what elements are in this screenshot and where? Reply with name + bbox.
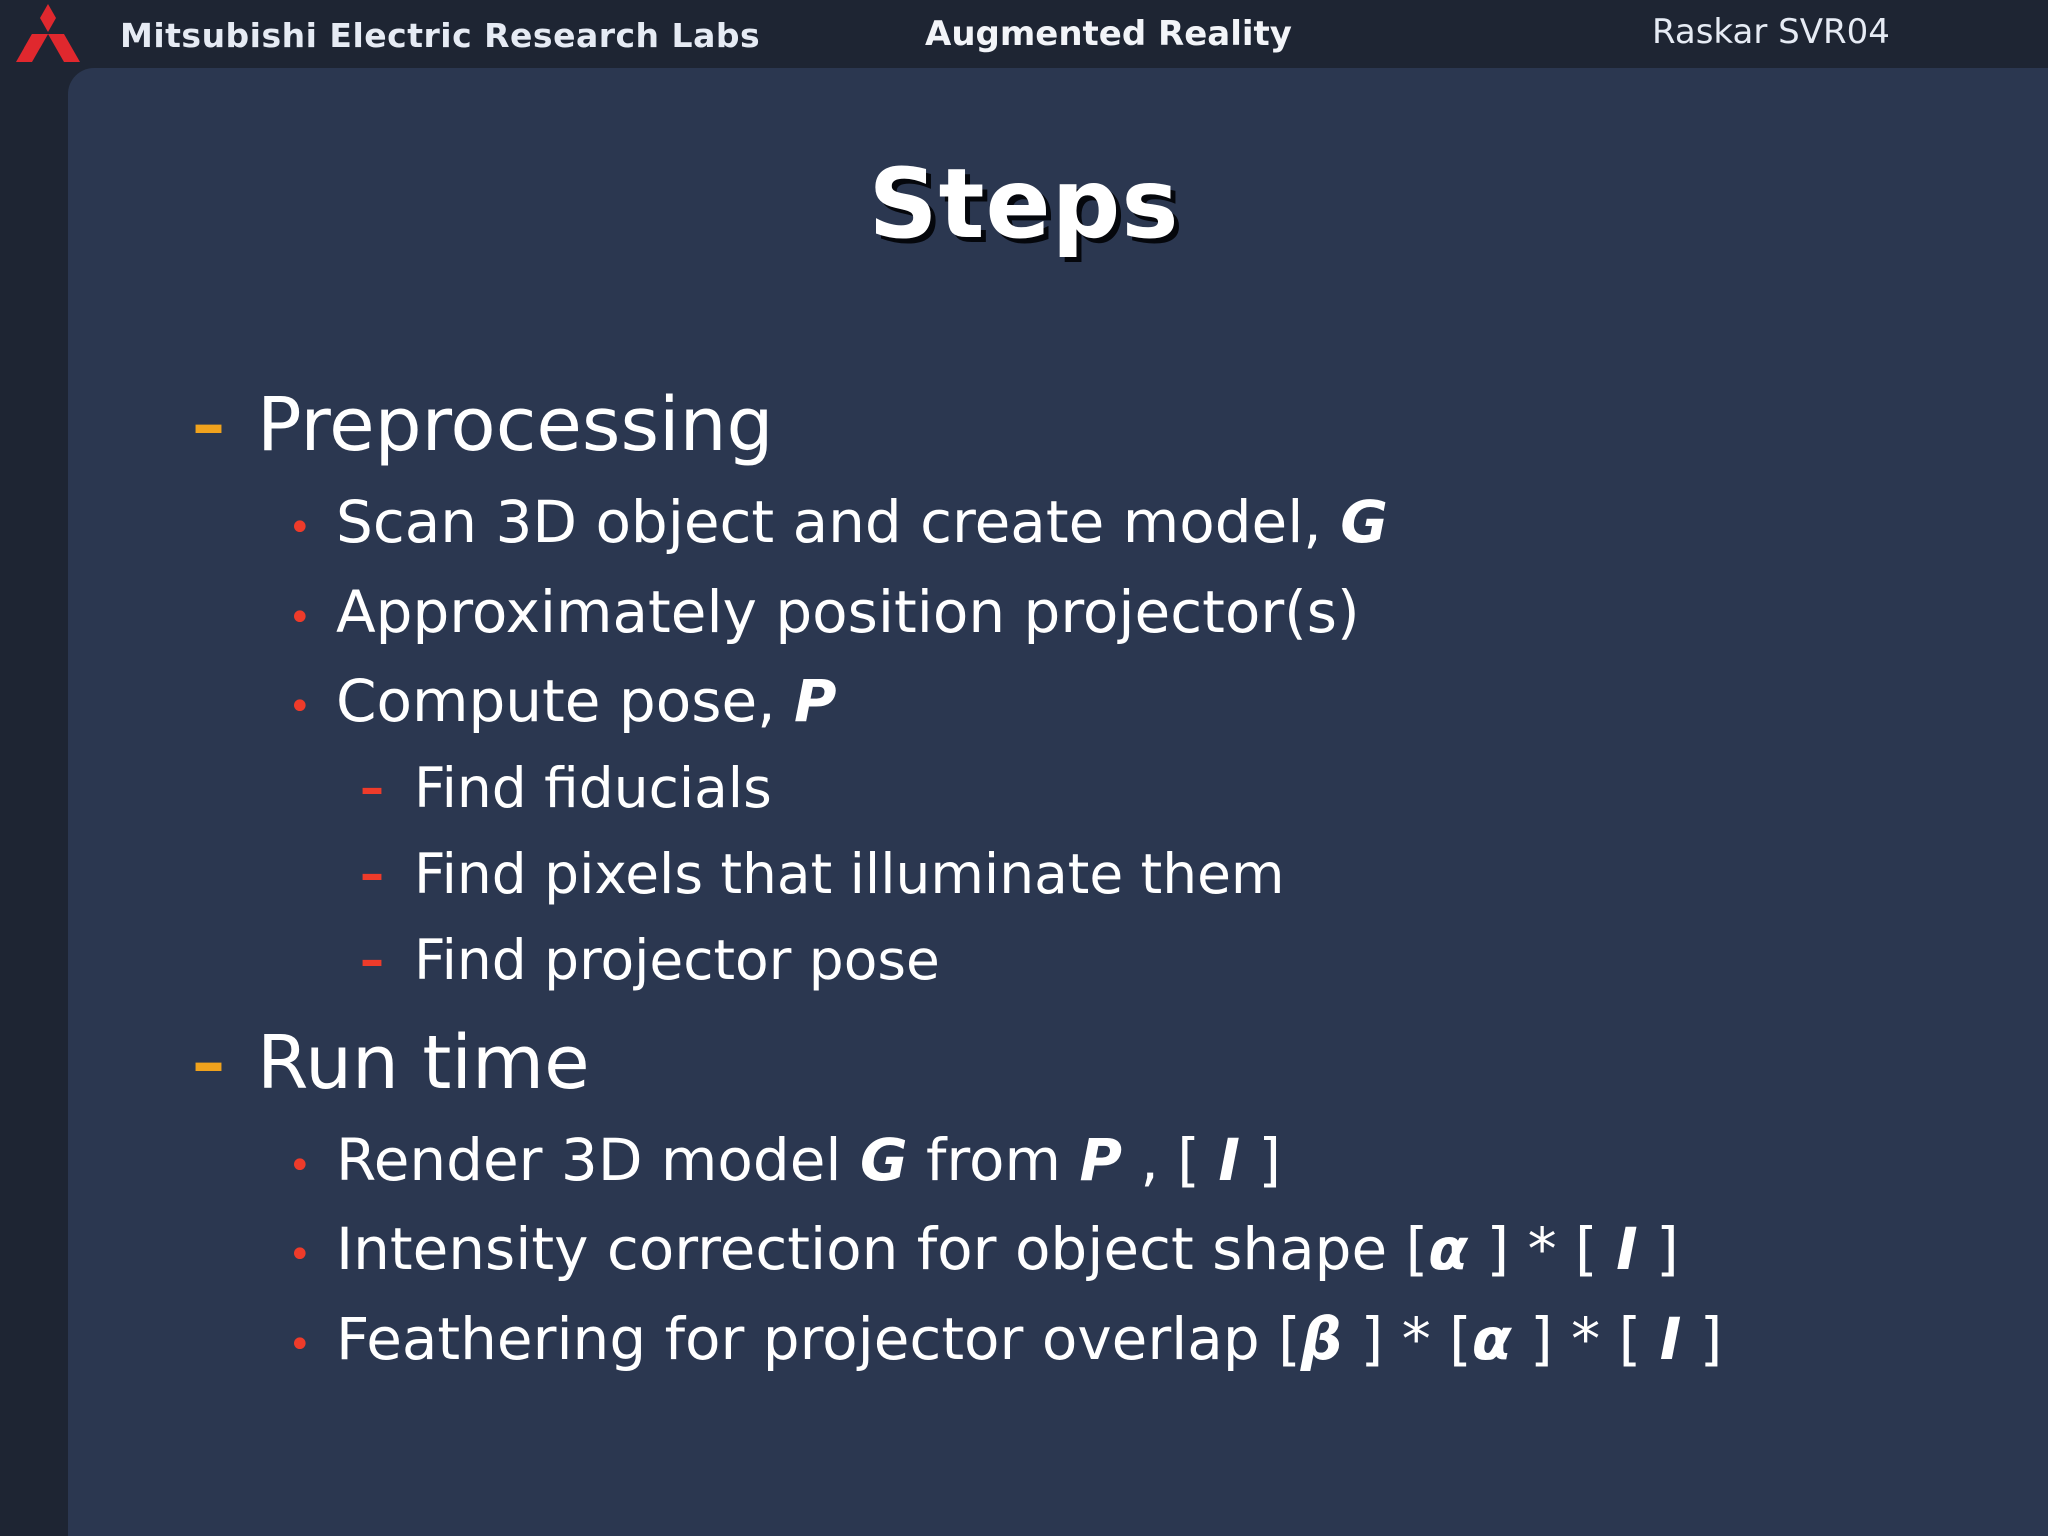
render-text-1: Render 3D model (336, 1126, 860, 1194)
author-tag: Raskar SVR04 (1652, 12, 1890, 52)
compute-pose-text: Compute pose, (336, 667, 794, 735)
render-text-2: from (926, 1126, 1080, 1194)
level3-marker: – (360, 760, 384, 816)
subitem-find-pixels: Find pixels that illuminate them (414, 842, 1285, 906)
render-text-3: , [ (1121, 1126, 1219, 1194)
intensity-text-1: Intensity correction for object shape [ (336, 1215, 1429, 1283)
slide-header: Mitsubishi Electric Research Labs Augmen… (0, 0, 2048, 68)
bullet-render-model: Render 3D model G from P , [ I ] (336, 1126, 1281, 1194)
model-variable: G (1340, 488, 1388, 556)
level3-marker: – (360, 932, 384, 988)
position-projector-text: Approximately position projector(s) (336, 578, 1360, 646)
feathering-var-i: I (1659, 1305, 1682, 1373)
level2-marker: • (288, 1322, 312, 1368)
intensity-var-i: I (1616, 1215, 1638, 1283)
feathering-alpha: α (1471, 1305, 1512, 1373)
slide-title: Steps (868, 148, 1180, 260)
mitsubishi-logo-icon (16, 4, 80, 62)
level1-marker: – (192, 386, 225, 463)
intensity-text-2: ] * [ (1468, 1215, 1617, 1283)
level3-marker: – (360, 846, 384, 902)
subitem-find-fiducials: Find fiducials (414, 756, 772, 820)
bullet-position-projector: Approximately position projector(s) (336, 578, 1360, 646)
bullet-run-time: Run time (257, 1020, 590, 1106)
course-title: Augmented Reality (925, 14, 1292, 54)
feathering-text-2: ] * [ (1342, 1305, 1472, 1373)
lab-name: Mitsubishi Electric Research Labs (120, 16, 761, 55)
level2-marker: • (288, 684, 312, 730)
level2-marker: • (288, 1143, 312, 1189)
render-text-4: ] (1239, 1126, 1281, 1194)
render-var-g: G (859, 1126, 908, 1194)
slide-body (68, 68, 2048, 1536)
level2-marker: • (288, 505, 312, 551)
feathering-text-1: Feathering for projector overlap [ (336, 1305, 1301, 1373)
scan-model-text: Scan 3D object and create model, (336, 488, 1341, 556)
feathering-text-4: ] (1681, 1305, 1723, 1373)
feathering-text-3: ] * [ (1511, 1305, 1660, 1373)
level2-marker: • (288, 595, 312, 641)
bullet-compute-pose: Compute pose, P (336, 667, 837, 735)
render-var-p: P (1079, 1126, 1122, 1194)
render-var-i: I (1218, 1126, 1240, 1194)
bullet-scan-model: Scan 3D object and create model, G (336, 488, 1388, 556)
intensity-alpha: α (1428, 1215, 1469, 1283)
subitem-find-projector-pose: Find projector pose (414, 928, 940, 992)
level1-marker: – (192, 1024, 225, 1101)
feathering-beta: β (1300, 1305, 1343, 1373)
bullet-feathering: Feathering for projector overlap [β ] * … (336, 1305, 1722, 1373)
pose-variable: P (794, 667, 837, 735)
level2-marker: • (288, 1232, 312, 1278)
bullet-preprocessing: Preprocessing (257, 382, 774, 468)
bullet-intensity-correction: Intensity correction for object shape [α… (336, 1215, 1679, 1283)
intensity-text-3: ] (1637, 1215, 1679, 1283)
